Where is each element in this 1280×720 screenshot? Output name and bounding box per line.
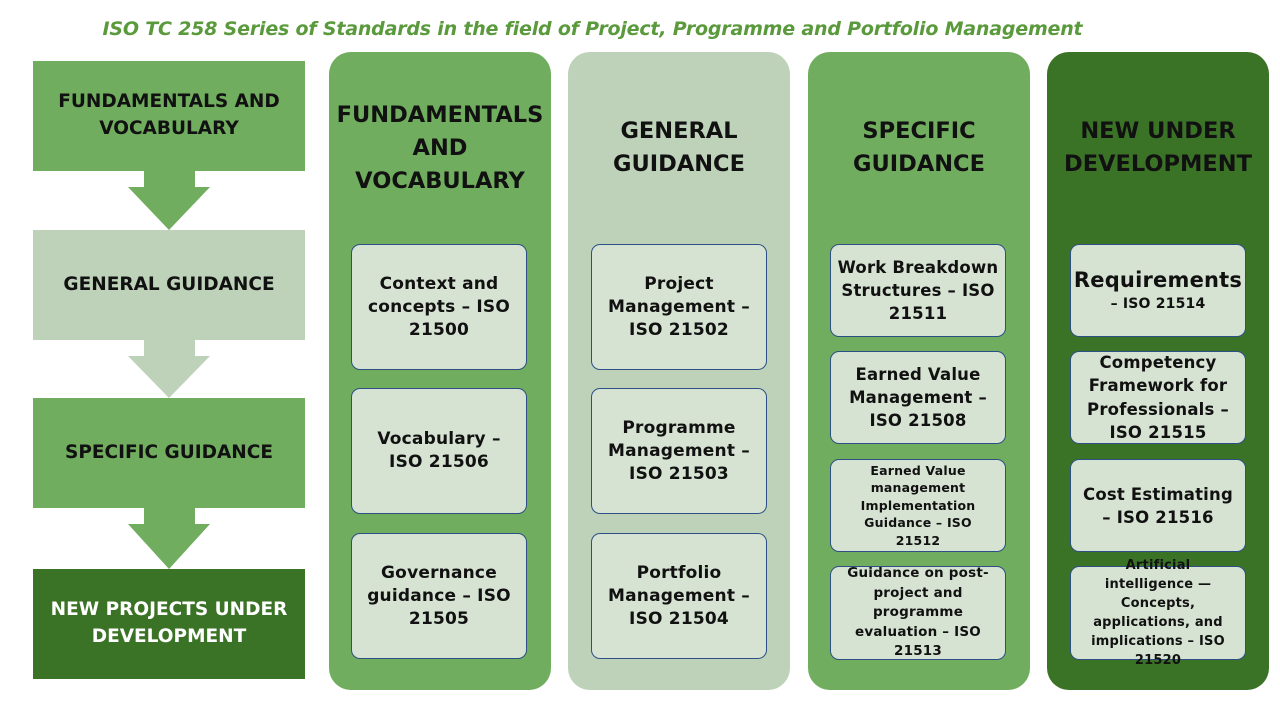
- standard-card: Context and concepts – ISO 21500: [351, 244, 527, 370]
- card-text: Artificial intelligence — Concepts, appl…: [1091, 558, 1225, 668]
- standard-card: Cost Estimating – ISO 21516: [1070, 459, 1246, 552]
- card-text: Guidance on post-project and programme e…: [847, 565, 989, 660]
- column-title: SPECIFIC GUIDANCE: [853, 118, 985, 177]
- standard-card: Artificial intelligence — Concepts, appl…: [1070, 558, 1246, 668]
- standard-card: Governance guidance – ISO 21505: [351, 533, 527, 659]
- card-text: Work Breakdown Structures – ISO 21511: [837, 258, 999, 323]
- flow-step-specific-guidance: SPECIFIC GUIDANCE: [33, 398, 305, 508]
- card-text: Context and concepts – ISO 21500: [367, 273, 511, 340]
- flow-step-fundamentals: FUNDAMENTALS AND VOCABULARY: [33, 61, 305, 171]
- standard-card: Project Management – ISO 21502: [591, 244, 767, 370]
- column-title: GENERAL GUIDANCE: [613, 118, 745, 177]
- column-fundamentals: FUNDAMENTALS AND VOCABULARY Context and …: [329, 52, 551, 690]
- standard-card: Vocabulary – ISO 21506: [351, 388, 527, 514]
- standard-card: Work Breakdown Structures – ISO 21511: [830, 244, 1006, 337]
- card-text: Governance guidance – ISO 21505: [367, 562, 511, 629]
- card-text: Vocabulary – ISO 21506: [377, 429, 501, 472]
- flow-arrow-down-icon: [128, 171, 211, 230]
- card-text: Competency Framework for Professionals –…: [1087, 352, 1229, 443]
- flow-step-label: NEW PROJECTS UNDER DEVELOPMENT: [50, 599, 288, 647]
- flow-step-label: FUNDAMENTALS AND VOCABULARY: [58, 91, 280, 139]
- standard-card: Programme Management – ISO 21503: [591, 388, 767, 514]
- flow-step-label: GENERAL GUIDANCE: [63, 273, 275, 295]
- card-text: Portfolio Management – ISO 21504: [608, 562, 750, 629]
- standard-card: Earned Value management Implementation G…: [830, 459, 1006, 552]
- column-title: NEW UNDER DEVELOPMENT: [1064, 118, 1252, 177]
- column-general-guidance: GENERAL GUIDANCE Project Management – IS…: [568, 52, 790, 690]
- column-new-under-development: NEW UNDER DEVELOPMENT Requirements – ISO…: [1047, 52, 1269, 690]
- standard-card: Requirements – ISO 21514: [1070, 244, 1246, 337]
- card-text: Earned Value management Implementation G…: [860, 462, 976, 548]
- card-text: Programme Management – ISO 21503: [608, 417, 750, 484]
- card-text: Project Management – ISO 21502: [608, 273, 750, 340]
- column-specific-guidance: SPECIFIC GUIDANCE Work Breakdown Structu…: [808, 52, 1030, 690]
- standard-card: Earned Value Management – ISO 21508: [830, 351, 1006, 444]
- card-text: – ISO 21514: [1110, 295, 1206, 312]
- card-content: Requirements – ISO 21514: [1074, 267, 1242, 313]
- card-text: Cost Estimating – ISO 21516: [1083, 484, 1233, 527]
- flow-arrow-down-icon: [128, 508, 211, 569]
- standard-card: Competency Framework for Professionals –…: [1070, 351, 1246, 444]
- flow-arrow-down-icon: [128, 340, 211, 398]
- flow-step-label: SPECIFIC GUIDANCE: [65, 441, 273, 463]
- standard-card: Portfolio Management – ISO 21504: [591, 533, 767, 659]
- card-heading: Requirements: [1073, 268, 1243, 293]
- card-text: Earned Value Management – ISO 21508: [849, 365, 987, 430]
- standard-card: Guidance on post-project and programme e…: [830, 565, 1006, 660]
- flow-step-new-projects: NEW PROJECTS UNDER DEVELOPMENT: [33, 569, 305, 679]
- page-title: ISO TC 258 Series of Standards in the fi…: [102, 18, 1083, 40]
- flow-step-general-guidance: GENERAL GUIDANCE: [33, 230, 305, 340]
- column-title: FUNDAMENTALS AND VOCABULARY: [336, 102, 544, 194]
